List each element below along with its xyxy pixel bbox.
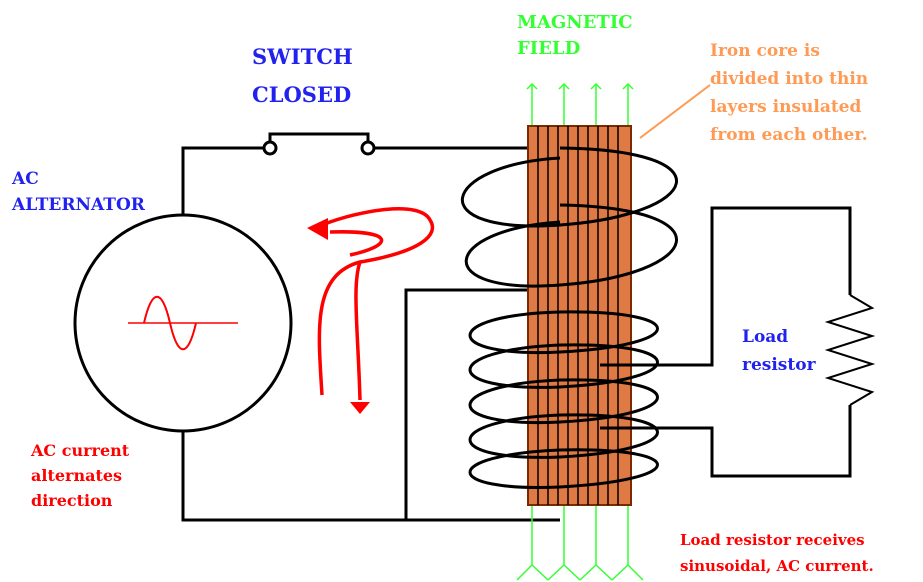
current-arrow-down-head bbox=[350, 402, 370, 414]
secondary-wire-bottom bbox=[600, 405, 852, 478]
primary-coil-lead bbox=[404, 288, 560, 520]
current-arrow-left-head bbox=[307, 218, 328, 240]
current-direction-arrows bbox=[307, 207, 435, 414]
laminated-iron-core bbox=[527, 125, 632, 506]
ac-current-label: AC current alternates direction bbox=[31, 441, 130, 510]
load-receives-label: Load resistor receives sinusoidal, AC cu… bbox=[680, 531, 874, 575]
alternator-label: AC ALTERNATOR bbox=[12, 169, 145, 215]
switch-blade bbox=[268, 132, 370, 142]
magnetic-field-arrows-top bbox=[526, 82, 634, 126]
switch-closed-label: SWITCH CLOSED bbox=[252, 44, 353, 107]
primary-wire-top bbox=[181, 146, 270, 215]
core-body bbox=[527, 125, 632, 506]
current-path-upper bbox=[317, 207, 435, 396]
load-resistor-symbol bbox=[824, 294, 876, 406]
primary-wire-bottom bbox=[181, 432, 560, 522]
core-laminations bbox=[537, 126, 619, 505]
magnetic-field-arrows-bottom bbox=[516, 505, 644, 581]
sine-wave-icon bbox=[143, 295, 197, 351]
secondary-coil bbox=[468, 310, 659, 489]
iron-core-note: Iron core is divided into thin layers in… bbox=[710, 41, 869, 145]
load-resistor-label: Load resistor bbox=[742, 327, 816, 375]
switch-terminal-left bbox=[262, 140, 278, 156]
ac-alternator bbox=[73, 213, 293, 433]
current-path-lower bbox=[354, 261, 362, 401]
magnetic-field-label: MAGNETIC FIELD bbox=[517, 12, 633, 59]
primary-coil bbox=[460, 146, 678, 288]
closed-switch bbox=[262, 132, 376, 156]
core-note-pointer bbox=[639, 84, 711, 139]
field-tails bbox=[516, 563, 644, 581]
secondary-wire-top bbox=[600, 206, 852, 367]
switch-terminal-right bbox=[360, 140, 376, 156]
